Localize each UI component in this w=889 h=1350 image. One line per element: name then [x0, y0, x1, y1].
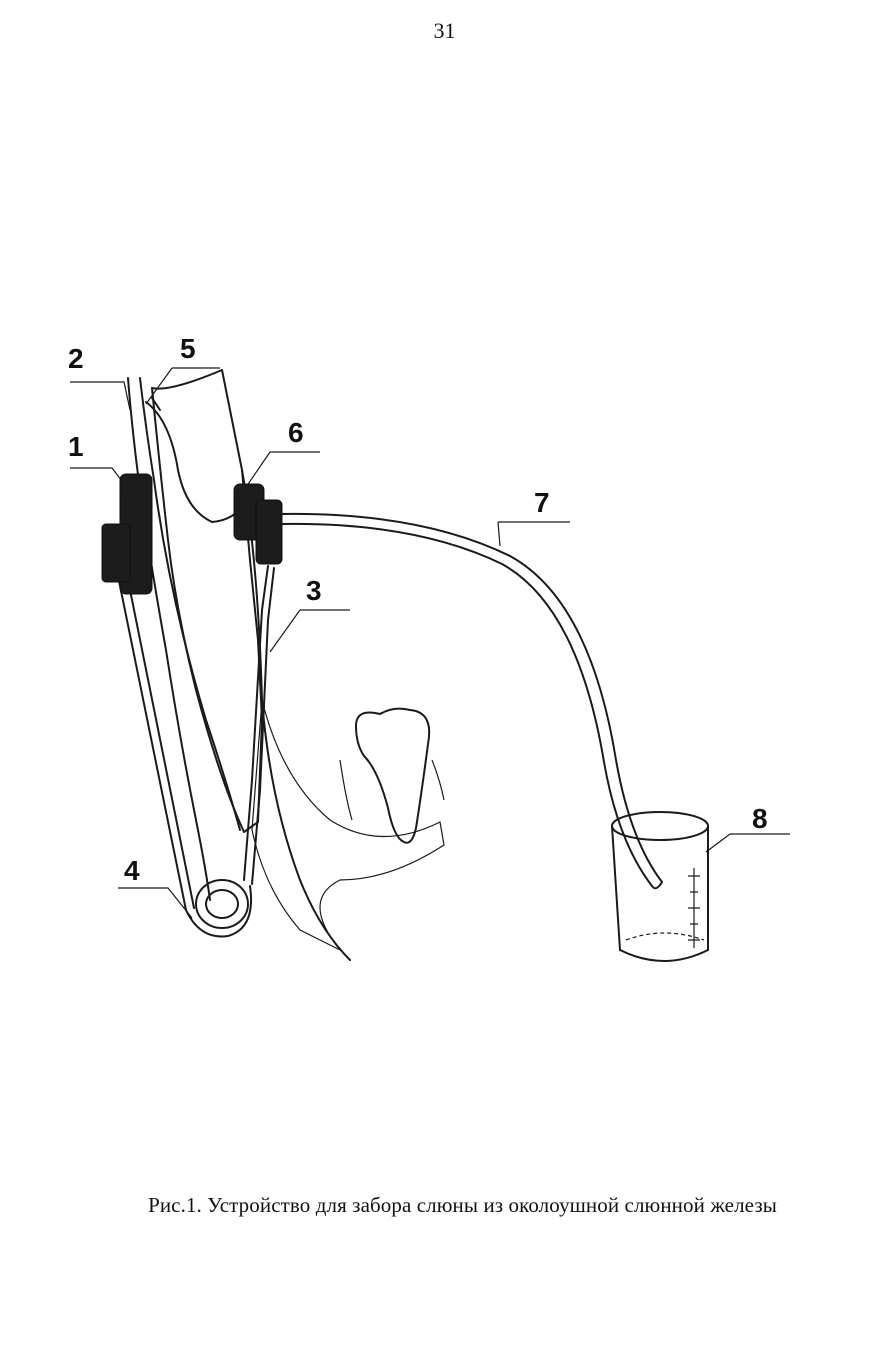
drainage-tube	[281, 512, 663, 890]
leader-lines	[70, 367, 790, 919]
right-clamp	[233, 483, 283, 565]
label-7: 7	[534, 487, 550, 518]
coil-spring-icon	[195, 879, 249, 929]
label-8: 8	[752, 803, 768, 834]
label-2: 2	[68, 343, 84, 374]
page-number: 31	[433, 18, 456, 43]
left-clamp	[101, 473, 153, 595]
label-1: 1	[68, 431, 84, 462]
figure-caption: Рис.1. Устройство для забора слюны из ок…	[148, 1193, 777, 1217]
label-4: 4	[124, 855, 140, 886]
label-5: 5	[180, 333, 196, 364]
tooth	[339, 707, 445, 844]
cheek-tissue	[151, 369, 445, 961]
label-6: 6	[288, 417, 304, 448]
inner-tube	[139, 377, 247, 831]
spring-clamp	[117, 377, 275, 938]
measuring-cup	[611, 811, 709, 962]
label-3: 3	[306, 575, 322, 606]
